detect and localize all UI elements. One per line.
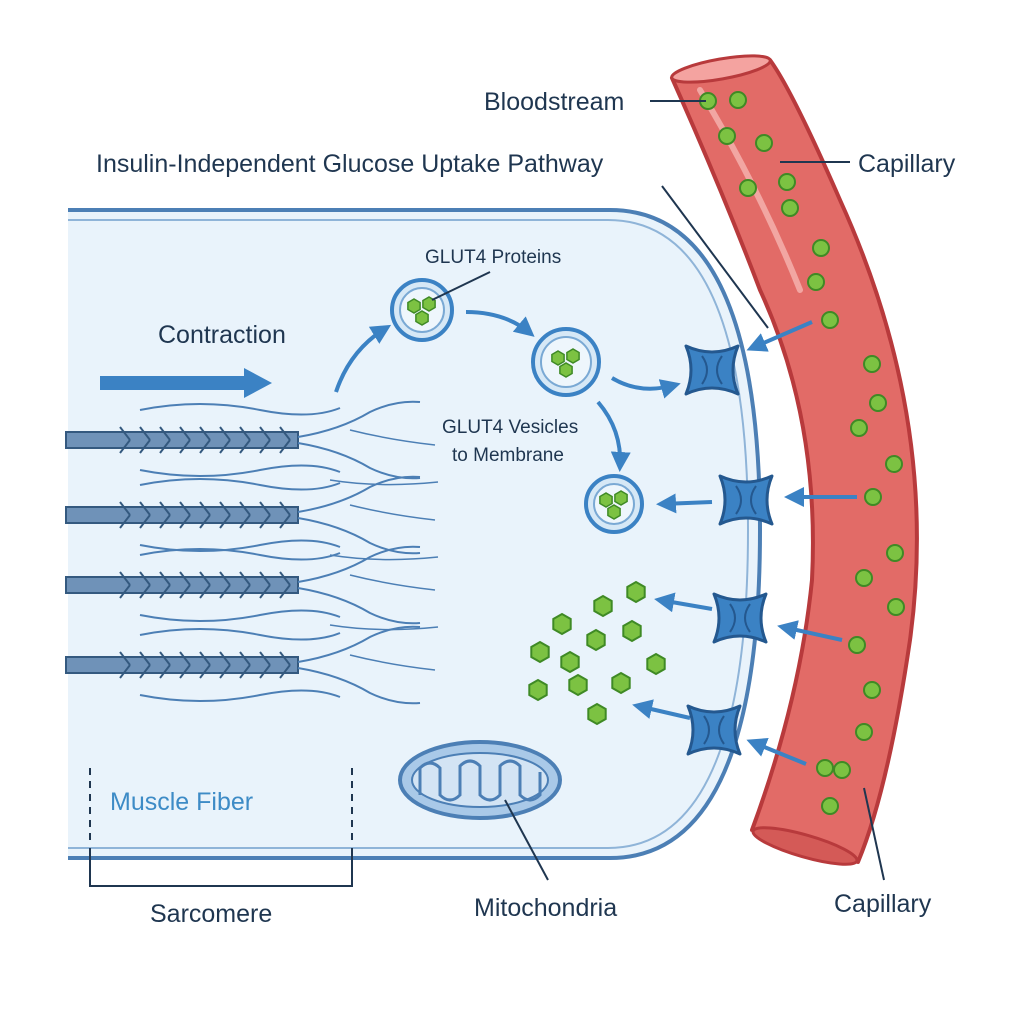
glucose-molecule-icon [593, 594, 613, 618]
glucose-molecule-icon [886, 544, 904, 562]
glucose-molecule-icon [626, 580, 646, 604]
label-muscle-fiber: Muscle Fiber [110, 788, 253, 816]
glut4-transporter-icon [712, 592, 768, 644]
intake-arrow-1 [656, 493, 713, 514]
leader-lines [89, 100, 885, 887]
label-glut4-vesicles-line2: to Membrane [452, 445, 564, 466]
glucose-molecule-icon [528, 678, 548, 702]
glucose-molecule-icon [885, 455, 903, 473]
glucose-molecule-icon [718, 127, 736, 145]
myofibril [65, 545, 439, 631]
leader-mitochondria [504, 799, 549, 881]
flow-arrow-4 [596, 400, 631, 472]
glucose-molecule-icon [887, 598, 905, 616]
label-sarcomere: Sarcomere [150, 900, 272, 928]
intracellular-glucose [528, 580, 666, 726]
label-capillary-top: Capillary [858, 150, 956, 178]
glucose-molecule-icon [864, 488, 882, 506]
glucose-molecule-icon [812, 239, 830, 257]
glucose-molecule-icon [560, 650, 580, 674]
glucose-molecule-icon [781, 199, 799, 217]
label-bloodstream: Bloodstream [484, 88, 624, 116]
glucose-molecule-icon [552, 612, 572, 636]
glut4-transporter-icon [684, 344, 740, 396]
entry-arrow-3 [777, 620, 843, 642]
flow-arrow-1 [334, 324, 392, 393]
leader-glut4-proteins [431, 271, 491, 301]
contraction-arrow [100, 368, 272, 398]
glucose-molecule-icon [568, 673, 588, 697]
glucose-molecule-icon [821, 797, 839, 815]
glucose-molecule-icon [855, 569, 873, 587]
glucose-molecule-icon [739, 179, 757, 197]
glut4-vesicle-icon [390, 278, 454, 342]
glucose-molecule-icon [863, 355, 881, 373]
flow-arrow-3 [610, 376, 681, 399]
label-glut4-vesicles-line1: GLUT4 Vesicles [442, 417, 578, 438]
capillary-vessel [670, 54, 919, 866]
sarcomere-bracket [89, 848, 353, 887]
glucose-molecule-icon [807, 273, 825, 291]
glucose-molecule-icon [755, 134, 773, 152]
glucose-molecule-icon [778, 173, 796, 191]
glucose-molecule-icon [587, 702, 607, 726]
glucose-molecule-icon [646, 652, 666, 676]
glucose-molecule-icon [863, 681, 881, 699]
intake-arrow-2 [654, 592, 713, 613]
glut4-transporter-icon [718, 474, 774, 526]
glucose-molecule-icon [821, 311, 839, 329]
glut4-vesicles [390, 278, 644, 534]
glut4-transporters [684, 344, 774, 756]
leader-pathway [661, 185, 769, 329]
myofibrils [65, 400, 439, 705]
entry-arrow-1 [746, 320, 813, 352]
mitochondrion-icon [398, 740, 562, 820]
glucose-molecule-icon [586, 628, 606, 652]
glucose-molecule-icon [869, 394, 887, 412]
glucose-molecule-icon [848, 636, 866, 654]
label-mitochondria: Mitochondria [474, 894, 617, 922]
label-glut4-proteins: GLUT4 Proteins [425, 247, 561, 268]
entry-arrow-4 [746, 738, 807, 766]
label-pathway-title: Insulin-Independent Glucose Uptake Pathw… [96, 150, 604, 178]
glucose-molecule-icon [729, 91, 747, 109]
glucose-molecule-icon [855, 723, 873, 741]
vesicle-flow-arrows [334, 310, 681, 472]
intake-arrow-3 [632, 699, 691, 720]
myofibril [65, 400, 439, 486]
glucose-molecule-icon [816, 759, 834, 777]
label-contraction: Contraction [158, 321, 286, 349]
glut4-transporter-icon [686, 704, 742, 756]
glucose-molecule-icon [833, 761, 851, 779]
glucose-molecule-icon [611, 671, 631, 695]
glucose-molecule-icon [850, 419, 868, 437]
label-capillary-bottom: Capillary [834, 890, 932, 918]
blood-glucose-group [699, 91, 905, 815]
glucose-molecule-icon [530, 640, 550, 664]
leader-capillary-bottom [863, 787, 885, 881]
glucose-entry-arrows [632, 320, 857, 766]
glut4-vesicle-icon [531, 327, 601, 397]
glut4-vesicle-icon [584, 474, 644, 534]
myofibril [65, 475, 439, 561]
labels: Bloodstream Insulin-Independent Glucose … [96, 88, 956, 928]
myofibril [65, 625, 436, 705]
glucose-molecule-icon [622, 619, 642, 643]
flow-arrow-2 [465, 310, 535, 337]
